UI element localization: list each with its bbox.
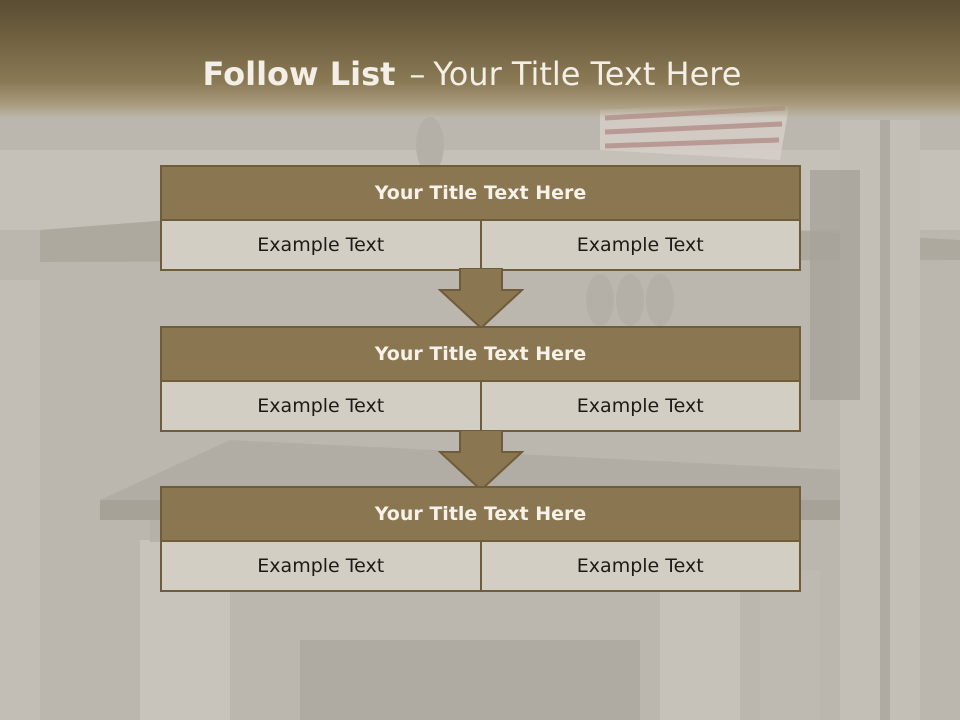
title-bar [0, 0, 960, 118]
step-cell-right: Example Text [481, 542, 801, 592]
slide-title-dash: – [409, 55, 426, 93]
slide-title: Follow List–Your Title Text Here [0, 55, 944, 93]
step-cell-right: Example Text [481, 382, 801, 432]
follow-step-2: Your Title Text Here Example Text Exampl… [160, 326, 801, 432]
follow-step-1: Your Title Text Here Example Text Exampl… [160, 165, 801, 271]
step-title: Your Title Text Here [160, 486, 801, 542]
slide-title-rest: Your Title Text Here [433, 55, 742, 93]
slide-title-bold: Follow List [202, 55, 396, 93]
step-row: Example Text Example Text [160, 221, 801, 271]
step-cell-left: Example Text [160, 382, 482, 432]
step-cell-right: Example Text [481, 221, 801, 271]
step-cell-left: Example Text [160, 221, 482, 271]
step-title: Your Title Text Here [160, 326, 801, 382]
down-arrow-icon [438, 430, 524, 492]
step-cell-left: Example Text [160, 542, 482, 592]
step-row: Example Text Example Text [160, 382, 801, 432]
step-row: Example Text Example Text [160, 542, 801, 592]
step-title: Your Title Text Here [160, 165, 801, 221]
follow-step-3: Your Title Text Here Example Text Exampl… [160, 486, 801, 592]
down-arrow-icon [438, 268, 524, 330]
